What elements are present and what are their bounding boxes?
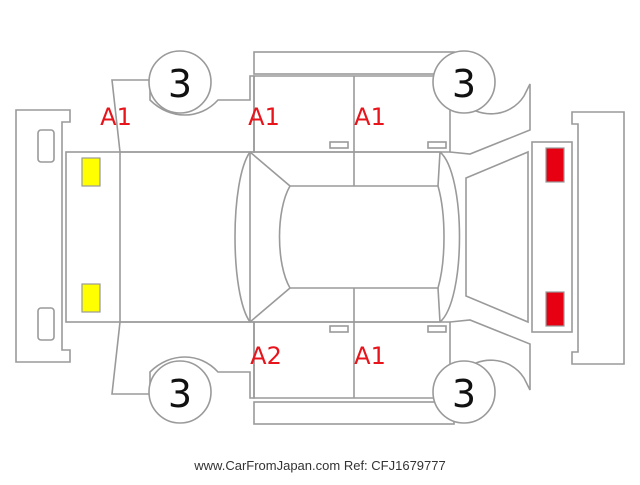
tire-front-left-grade: 3 (168, 62, 192, 106)
tire-rear-left-grade: 3 (452, 62, 476, 106)
footer-ref: Ref: CFJ1679777 (343, 458, 446, 473)
front-bumper (15, 109, 71, 363)
tire-front-right: 3 (148, 360, 212, 424)
mark-front-door-top: A1 (248, 103, 280, 131)
tire-front-left: 3 (148, 50, 212, 114)
tire-front-right-grade: 3 (168, 372, 192, 416)
front-light-top (81, 157, 101, 187)
rear-bumper (571, 111, 625, 365)
tire-rear-right: 3 (432, 360, 496, 424)
cabin-roof (234, 151, 461, 323)
rear-deck (465, 141, 573, 333)
mark-rear-door-top: A1 (354, 103, 386, 131)
mark-front-door-bottom: A2 (250, 342, 282, 370)
mark-front-fender-top: A1 (100, 103, 132, 131)
watermark-footer: www.CarFromJapan.com Ref: CFJ1679777 (0, 458, 640, 473)
tire-rear-left: 3 (432, 50, 496, 114)
footer-site: www.CarFromJapan.com (194, 458, 341, 473)
rear-light-bottom (545, 291, 565, 327)
mark-rear-door-bottom: A1 (354, 342, 386, 370)
front-light-bottom (81, 283, 101, 313)
rear-light-top (545, 147, 565, 183)
tire-rear-right-grade: 3 (452, 372, 476, 416)
